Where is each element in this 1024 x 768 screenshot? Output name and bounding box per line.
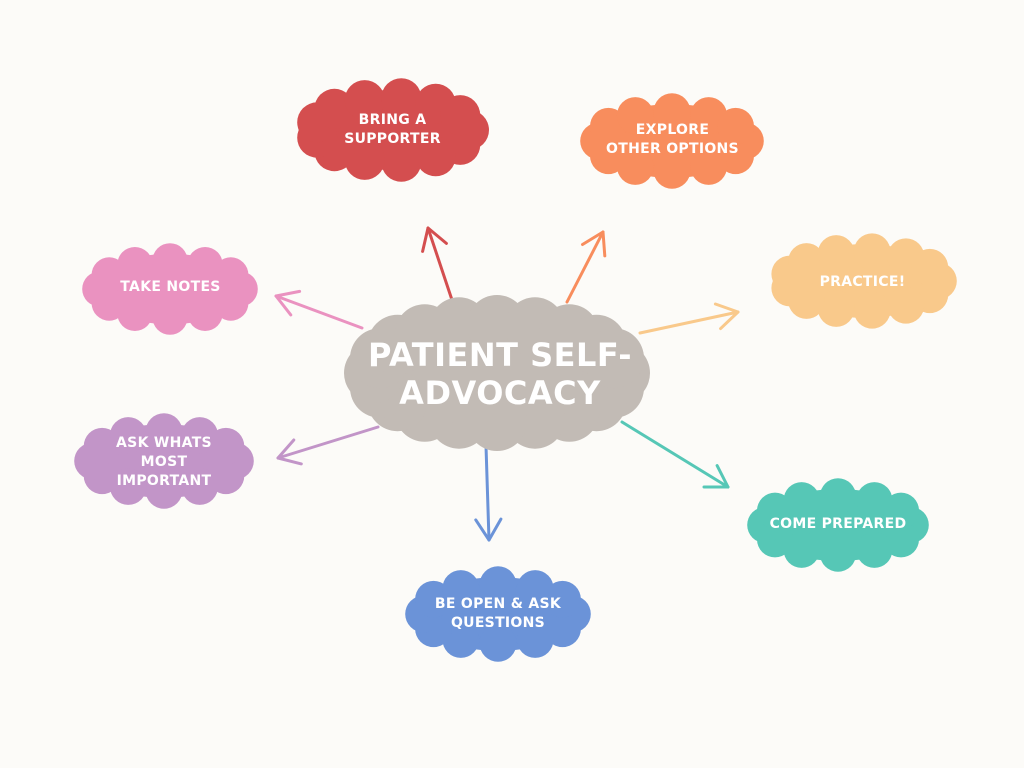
cloud-practice [771, 233, 957, 329]
arrow-to-practice [638, 302, 740, 335]
arrow-to-be-open-ask-questions [474, 444, 503, 542]
cloud-ask-whats-most-important [74, 413, 254, 509]
arrow-to-ask-whats-most-important [276, 425, 380, 466]
node-label-practice: Practice! [819, 274, 906, 291]
node-label-ask-whats-most-important: Ask whats most important [116, 435, 212, 489]
node-label-come-prepared: Come prepared [769, 515, 907, 532]
arrow-to-come-prepared [620, 420, 730, 489]
center-cloud [344, 295, 650, 451]
arrow-to-take-notes [274, 289, 364, 330]
center-node-label: Patient Self- Advocacy [367, 336, 633, 412]
cloud-take-notes [82, 243, 258, 335]
node-label-take-notes: Take notes [120, 279, 221, 296]
cloud-come-prepared [747, 478, 929, 572]
arrow-to-bring-a-supporter [421, 226, 454, 302]
arrow-to-explore-other-options [565, 230, 607, 304]
node-label-explore-other-options: Explore other options [606, 122, 739, 157]
cloud-be-open-ask-questions [405, 566, 591, 662]
node-label-bring-a-supporter: Bring a supporter [344, 112, 441, 147]
node-label-be-open-ask-questions: Be open & ask questions [434, 596, 562, 631]
cloud-explore-other-options [580, 93, 764, 189]
cloud-bring-a-supporter [297, 78, 489, 182]
